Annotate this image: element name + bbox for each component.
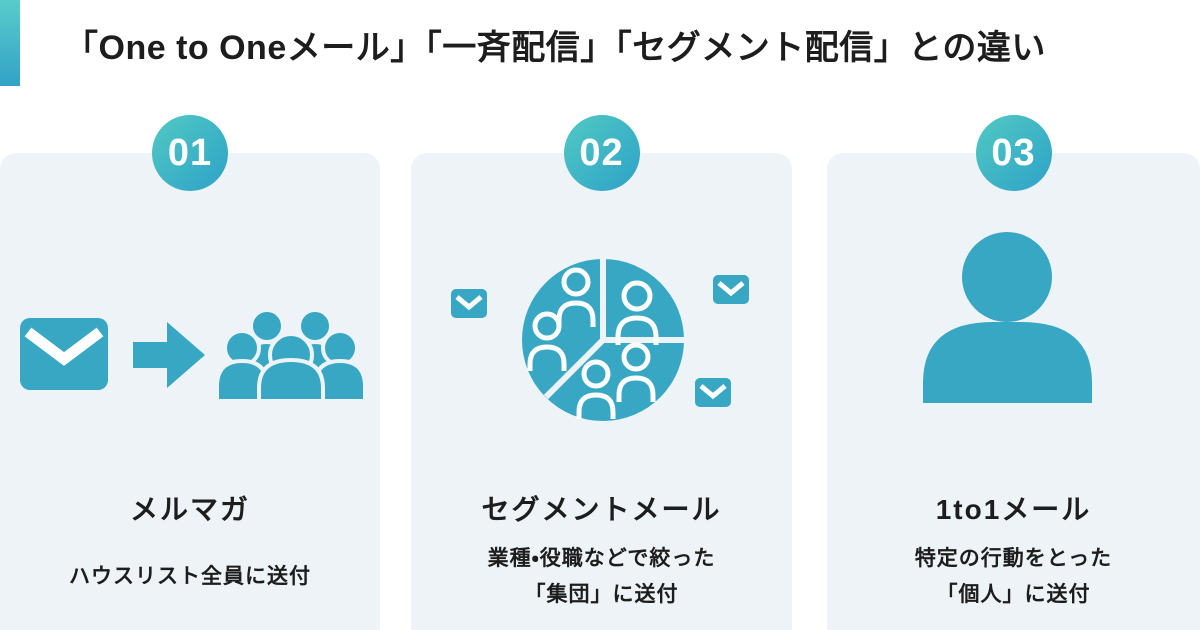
card-title: 1to1メール — [935, 494, 1092, 525]
envelope-arrow-group-icon — [20, 308, 367, 403]
people-group-icon — [215, 308, 367, 403]
desc-line: 特定の行動をとった — [914, 547, 1113, 570]
card-title: メルマガ — [129, 494, 250, 525]
step-badge-02: 02 — [563, 115, 640, 191]
envelope-icon — [451, 289, 487, 318]
desc-line: 業種・役職などで絞った — [487, 547, 716, 570]
person-icon — [527, 311, 567, 371]
step-badge-01: 01 — [152, 115, 228, 191]
card-description: ハウスリスト全員に送付 — [0, 541, 380, 613]
envelope-icon — [713, 275, 749, 304]
person-icon — [556, 267, 596, 327]
card-description: 業種・役職などで絞った 「集団」に送付 — [411, 541, 792, 613]
page-title: 「One to Oneメール」「一斉配信」「セグメント配信」との違い — [64, 28, 1046, 67]
segment-pie-people-envelopes-icon — [451, 259, 749, 421]
person-icon — [615, 280, 659, 345]
person-icon — [576, 359, 616, 419]
card-segment-mail: 02 — [411, 115, 792, 630]
envelope-icon — [20, 318, 108, 390]
segmented-pie-icon — [522, 259, 684, 421]
desc-line: 「個人」に送付 — [936, 583, 1091, 606]
desc-line: ハウスリスト全員に送付 — [69, 565, 311, 588]
card-description: 特定の行動をとった 「個人」に送付 — [827, 541, 1200, 613]
single-person-icon — [923, 232, 1092, 403]
card-1to1-mail: 03 1to1メール 特定の行動をとった 「個人」に送付 — [827, 115, 1200, 630]
desc-line: 「集団」に送付 — [524, 583, 679, 606]
arrow-right-icon — [133, 322, 205, 388]
title-accent-bar — [0, 0, 20, 86]
card-merumaga: 01 メルマガ ハウスリスト全員に送付 — [0, 115, 380, 630]
step-badge-03: 03 — [975, 115, 1052, 191]
envelope-icon — [695, 378, 731, 407]
card-title: セグメントメール — [481, 494, 722, 525]
person-icon — [616, 342, 656, 402]
